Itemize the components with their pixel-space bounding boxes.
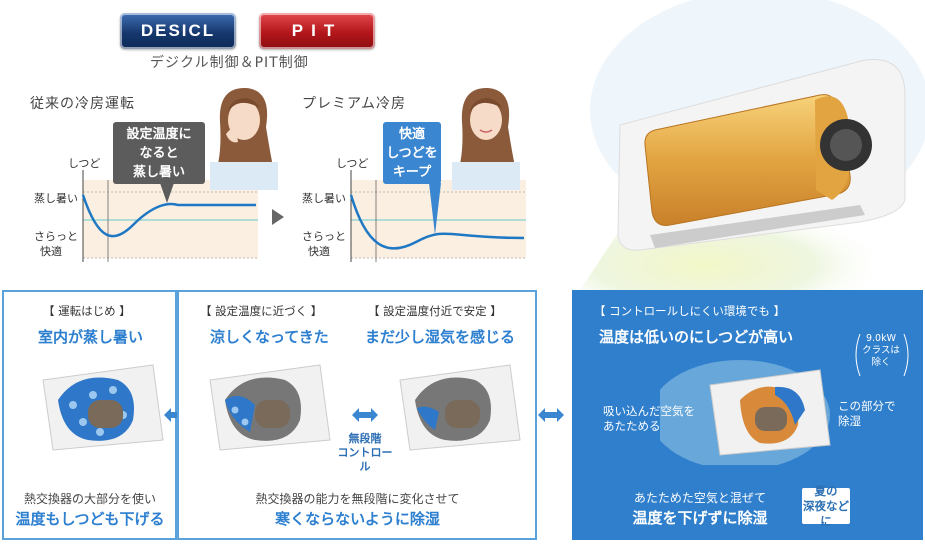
conventional-cooling-title: 従来の冷房運転: [30, 96, 135, 112]
step-stable-title: まだ少し湿気を感じる: [365, 328, 516, 346]
y-label-comfort: 快適: [40, 245, 62, 258]
comfort-callout: 快適しつどをキープ: [383, 122, 441, 184]
muggy-callout: 設定温度になると蒸し暑い: [113, 122, 205, 184]
y-label-dry: さらっと: [34, 230, 78, 243]
y-label-humidity: しつど: [336, 157, 369, 170]
step-approach-strong: 寒くならないように除湿: [275, 510, 440, 528]
reheat-strong: 温度を下げずに除湿: [632, 509, 768, 527]
control-caption: デジクル制御＆PIT制御: [150, 55, 309, 71]
step-start-strong: 温度もしつども下げる: [15, 510, 165, 528]
heat-exchanger-full-illustration: [42, 364, 164, 451]
step-start-label: 【 運転はじめ 】: [43, 304, 131, 318]
note-bracket: [855, 333, 909, 377]
premium-cooling-title: プレミアム冷房: [302, 96, 407, 112]
step-approach-title: 涼しくなってきた: [210, 328, 329, 346]
transition-arrow-icon: [538, 408, 564, 422]
reheat-illustration: [660, 360, 831, 465]
y-label-comfort: 快適: [308, 245, 330, 258]
summer-night-badge: 夏の深夜などに: [802, 483, 850, 528]
dehumidify-callout: この部分で除湿: [838, 399, 896, 428]
difficult-environment-title: 温度は低いのにしつどが高い: [599, 328, 794, 346]
heat-exchanger-minimal-illustration: [399, 364, 521, 451]
step-start-title: 室内が蒸し暑い: [38, 328, 144, 346]
transition-arrow-icon: [352, 408, 378, 422]
step-approach-note: 熱交換器の能力を無段階に変化させて: [255, 492, 460, 506]
difficult-environment-label: 【 コントロールしにくい環境でも 】: [594, 304, 786, 318]
comfortable-woman-illustration: [452, 87, 520, 190]
y-label-humidity: しつど: [68, 157, 101, 170]
humidity-curve: [349, 194, 525, 250]
step-stable-label: 【 設定温度付近で安定 】: [368, 304, 502, 318]
uncomfortable-woman-illustration: [210, 87, 278, 190]
step-start-note: 熱交換器の大部分を使い: [23, 492, 156, 506]
y-label-muggy: 蒸し暑い: [302, 192, 346, 205]
step-approach-label: 【 設定温度に近づく 】: [200, 304, 323, 318]
reheat-note: あたためた空気と混ぜて: [633, 491, 767, 505]
y-label-dry: さらっと: [302, 230, 346, 243]
humidity-curve: [81, 194, 256, 238]
next-arrow: [272, 209, 284, 225]
stepless-control-caption: 無段階コントロール: [337, 432, 393, 473]
reheat-callout: 吸い込んだ空気をあたためる: [603, 404, 695, 433]
heat-exchanger-partial-illustration: [209, 364, 331, 451]
desicl-logo: DESICL: [120, 13, 236, 49]
air-conditioner-illustration: [580, 0, 925, 290]
y-label-muggy: 蒸し暑い: [34, 192, 78, 205]
pit-logo: PIT: [259, 13, 375, 49]
